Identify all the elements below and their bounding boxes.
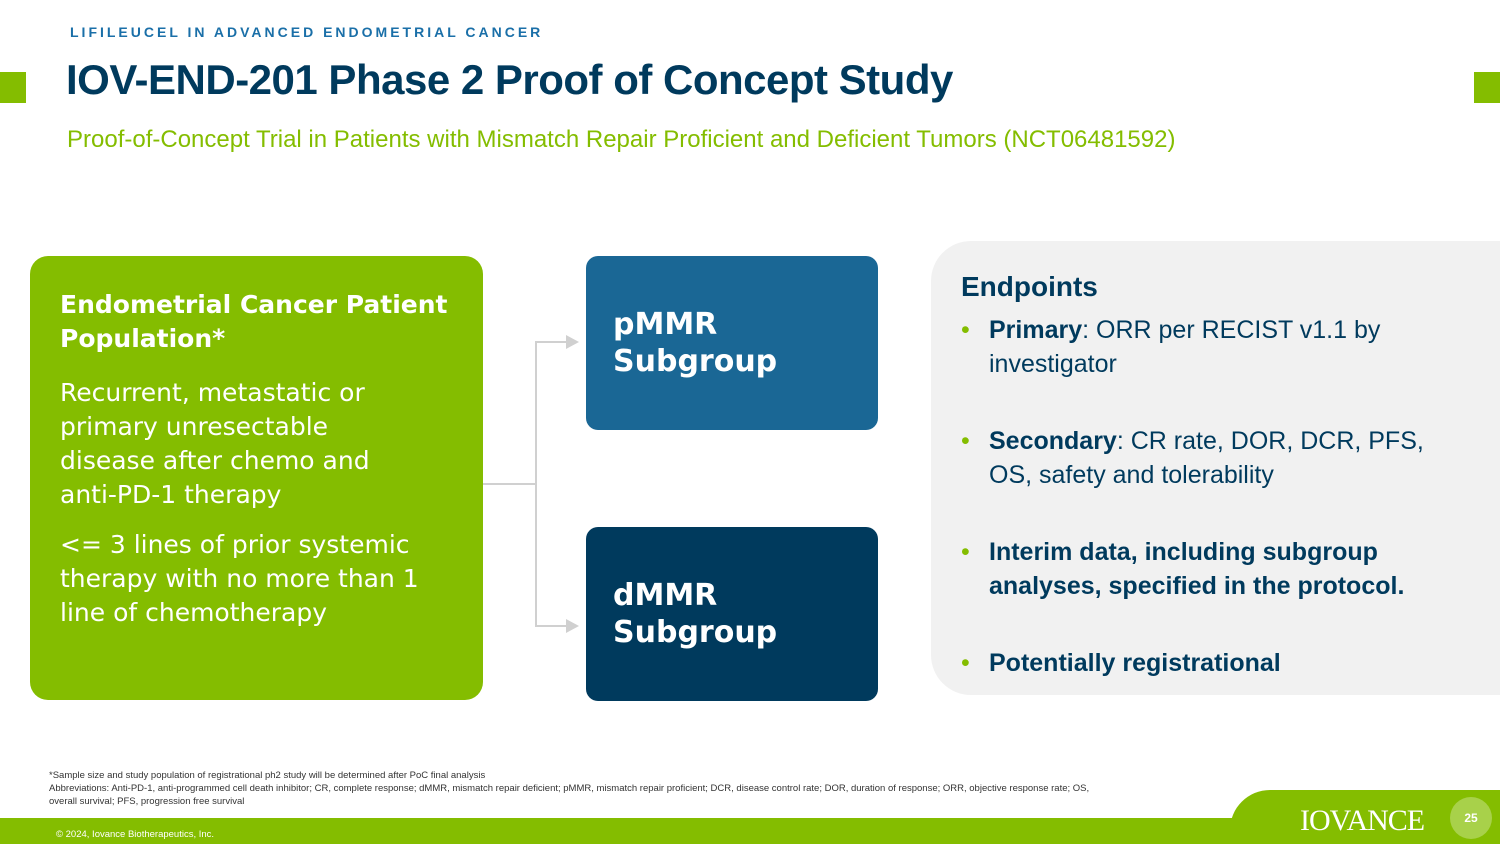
endpoint-text: : CR rate, DOR, DCR, PFS, OS, safety and… xyxy=(989,427,1424,489)
endpoints-panel: Endpoints Primary: ORR per RECIST v1.1 b… xyxy=(931,241,1500,695)
iovance-logo: IOVANCE xyxy=(1300,804,1425,837)
connector-line xyxy=(535,341,573,343)
connector-line xyxy=(535,342,537,626)
endpoint-label: Primary xyxy=(989,316,1083,344)
copyright: © 2024, Iovance Biotherapeutics, Inc. xyxy=(56,829,215,840)
connector-line xyxy=(483,483,536,485)
slide-subtitle: Proof-of-Concept Trial in Patients with … xyxy=(67,126,1176,153)
population-criterion: <= 3 lines of prior systemic therapy wit… xyxy=(60,530,419,627)
population-criterion: Recurrent, metastatic or primary unresec… xyxy=(60,378,370,509)
population-heading: Endometrial Cancer Patient Population* xyxy=(60,290,448,353)
dmmr-subgroup-box: dMMR Subgroup xyxy=(586,527,878,701)
endpoints-heading: Endpoints xyxy=(961,271,1098,302)
section-kicker: LIFILEUCEL IN ADVANCED ENDOMETRIAL CANCE… xyxy=(70,24,544,40)
footer-bar xyxy=(0,818,1500,844)
endpoint-label: Interim data, including subgroup analyse… xyxy=(989,538,1405,600)
endpoint-item: Secondary: CR rate, DOR, DCR, PFS, OS, s… xyxy=(961,424,1431,492)
endpoint-label: Potentially registrational xyxy=(989,649,1281,677)
page-number: 25 xyxy=(1450,797,1492,839)
footnotes: *Sample size and study population of reg… xyxy=(49,769,1109,808)
accent-square-left xyxy=(0,72,26,103)
arrow-icon xyxy=(566,619,579,633)
pmmr-label: pMMR Subgroup xyxy=(613,307,778,379)
accent-square-right xyxy=(1474,72,1500,103)
slide-title: IOV-END-201 Phase 2 Proof of Concept Stu… xyxy=(66,56,953,103)
footnote: *Sample size and study population of reg… xyxy=(49,770,486,781)
endpoint-item: Interim data, including subgroup analyse… xyxy=(961,535,1431,603)
dmmr-label: dMMR Subgroup xyxy=(613,578,778,650)
connector-line xyxy=(535,625,573,627)
endpoint-text: : ORR per RECIST v1.1 by investigator xyxy=(989,316,1381,378)
endpoint-item: Primary: ORR per RECIST v1.1 by investig… xyxy=(961,313,1431,381)
endpoint-item: Potentially registrational xyxy=(961,646,1431,680)
arrow-icon xyxy=(566,335,579,349)
abbreviations: Abbreviations: Anti-PD-1, anti-programme… xyxy=(49,783,1090,807)
patient-population-box: Endometrial Cancer Patient Population* R… xyxy=(30,256,483,700)
endpoint-label: Secondary xyxy=(989,427,1117,455)
pmmr-subgroup-box: pMMR Subgroup xyxy=(586,256,878,430)
